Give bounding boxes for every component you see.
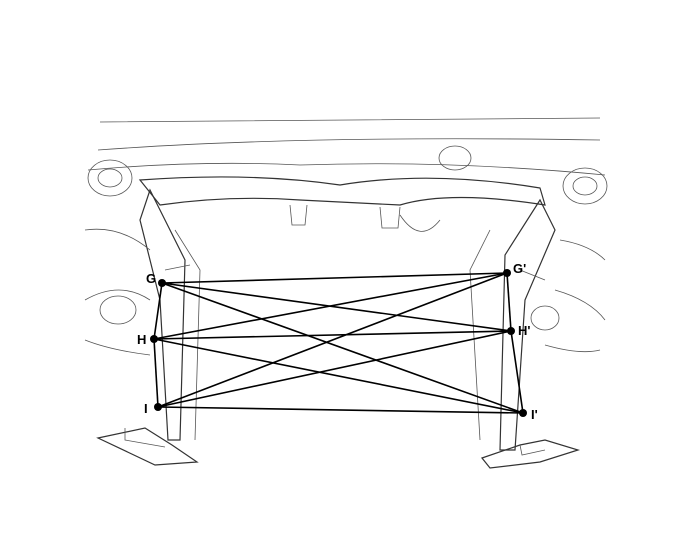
measurement-line-G-Hp [161, 282, 512, 332]
point-I-label: I [144, 401, 148, 416]
point-G-marker [158, 279, 166, 287]
point-H-marker [150, 335, 158, 343]
point-I-marker [154, 403, 162, 411]
measurement-line-I-Gp [157, 272, 508, 408]
measurement-line-G-H [153, 282, 163, 340]
measurement-line-I-Hp [157, 330, 512, 408]
measurement-lines [153, 272, 524, 414]
measurement-line-H-I [153, 338, 159, 408]
measurement-points: G H I G' H' I' [137, 261, 538, 422]
measurement-line-I-Ip [157, 406, 524, 414]
measurement-line-H-Gp [153, 272, 508, 340]
point-Ip-marker [519, 409, 527, 417]
measurement-line-G-Ip [161, 282, 524, 414]
point-Gp-marker [503, 269, 511, 277]
measurement-line-H-Hp [153, 330, 512, 340]
point-H-label: H [137, 332, 146, 347]
measurement-line-Gp-Hp [506, 272, 512, 332]
point-Hp-label: H' [518, 323, 530, 338]
measurement-line-H-Ip [153, 338, 524, 414]
point-Gp-label: G' [513, 261, 526, 276]
point-Hp-marker [507, 327, 515, 335]
measurement-line-Hp-Ip [510, 330, 524, 414]
point-Ip-label: I' [531, 407, 538, 422]
measurement-line-G-Gp [161, 272, 508, 284]
point-G-label: G [146, 271, 156, 286]
vehicle-frame-drawing [84, 117, 608, 469]
